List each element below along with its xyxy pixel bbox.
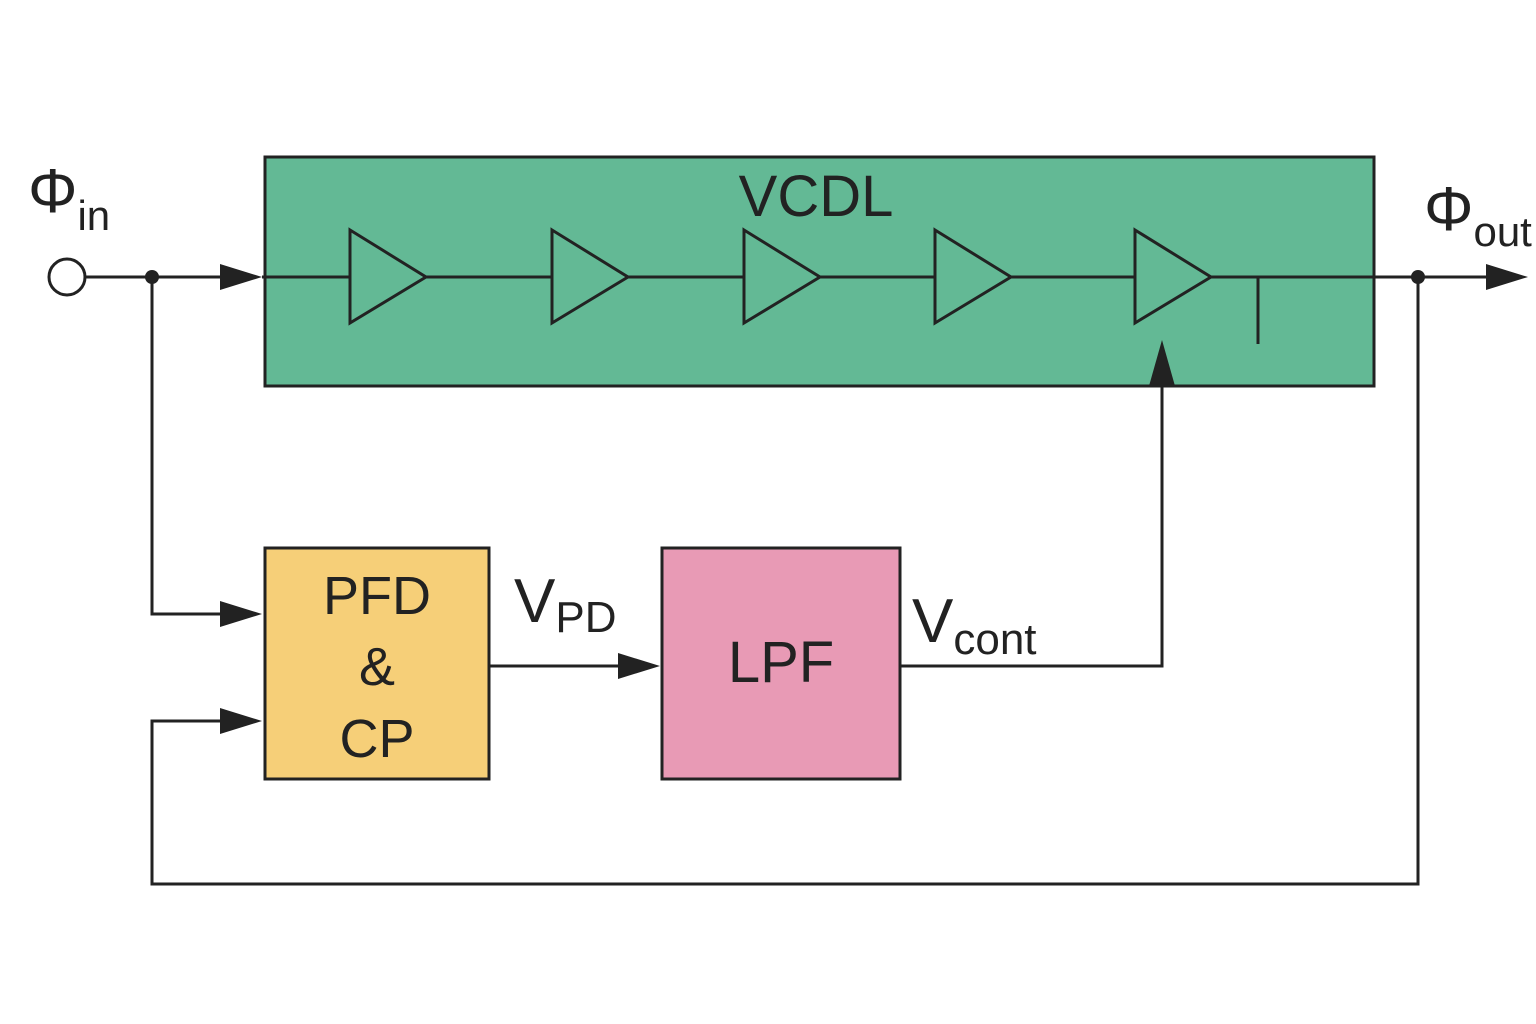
pfd-cp-block: [263, 546, 491, 781]
phi-in-label: Φin: [28, 157, 110, 239]
arrow-into-pfd-ref: [220, 601, 262, 627]
delay-buffer: [933, 227, 1014, 326]
delay-buffer: [550, 227, 631, 326]
input-terminal: [47, 257, 87, 297]
lpf-label: LPF: [728, 630, 834, 695]
arrow-into-pfd-fb: [220, 708, 262, 734]
vcdl-label: VCDL: [739, 164, 894, 229]
vcont-wire: [900, 380, 1164, 668]
arrow-into-lpf: [618, 653, 660, 679]
vcont-label: Vcont: [912, 587, 1037, 664]
delay-buffer: [348, 227, 429, 326]
phi-out-label: Φout: [1424, 175, 1532, 255]
vcdl-block: [263, 155, 1376, 388]
delay-buffer: [1133, 227, 1214, 326]
output-arrow: [1486, 264, 1528, 290]
vpd-label: VPD: [514, 567, 616, 642]
lpf-block: [660, 546, 902, 781]
pfd-label: PFD: [323, 566, 431, 626]
arrow-into-vcdl-control: [1149, 340, 1175, 386]
arrow-into-vcdl: [220, 264, 262, 290]
reference-wire: [150, 277, 225, 616]
cp-label: CP: [339, 709, 414, 769]
delay-buffer: [742, 227, 823, 326]
feedback-wire: [150, 277, 1420, 886]
amp-label: &: [359, 637, 395, 697]
